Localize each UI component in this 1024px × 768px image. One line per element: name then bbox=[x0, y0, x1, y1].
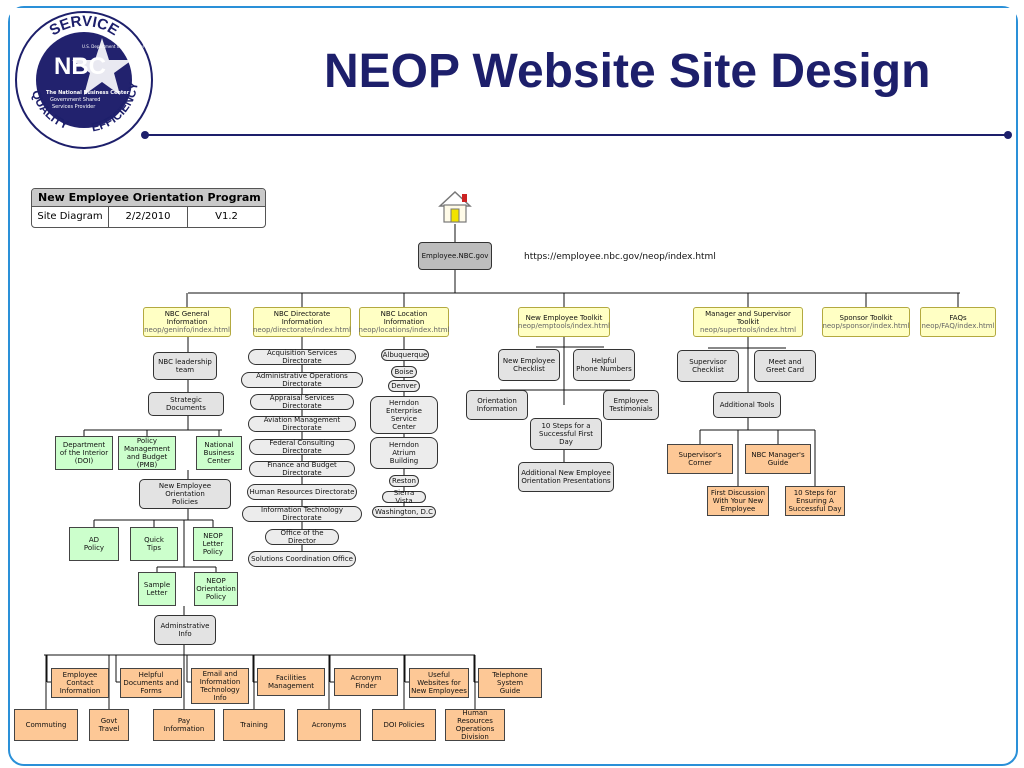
node-orientation-policies[interactable]: New Employee Orientation Policies bbox=[139, 479, 231, 509]
seal-dept-text: U.S. Department of the Interior bbox=[82, 44, 145, 49]
admin-info-2[interactable]: Email and Information Technology Info bbox=[191, 668, 249, 704]
section-title: New Employee Toolkit bbox=[525, 314, 603, 322]
node-first-discussion[interactable]: First Discussion With Your New Employee bbox=[707, 486, 769, 516]
policy-doc-2[interactable]: NEOP Letter Policy bbox=[193, 527, 233, 561]
admin-info-4[interactable]: Acronym Finder bbox=[334, 668, 398, 696]
admin-info-5[interactable]: Useful Websites for New Employees bbox=[409, 668, 469, 698]
node-strategic-documents[interactable]: Strategic Documents bbox=[148, 392, 224, 416]
info-cell-diagram: Site Diagram bbox=[32, 207, 109, 227]
program-info-table: New Employee Orientation Program Site Di… bbox=[31, 188, 266, 228]
program-title: New Employee Orientation Program bbox=[32, 189, 265, 207]
section-title: NBC Directorate Information bbox=[273, 310, 331, 326]
location-0[interactable]: Albuquerque bbox=[381, 349, 429, 361]
node-orientation-information[interactable]: Orientation Information bbox=[466, 390, 528, 420]
node-ten-steps-successful-day[interactable]: 10 Steps for Ensuring A Successful Day bbox=[785, 486, 845, 516]
directorate-4[interactable]: Federal Consulting Directorate bbox=[249, 439, 355, 455]
node-meet-greet-card[interactable]: Meet and Greet Card bbox=[754, 350, 816, 382]
location-7[interactable]: Washington, D.C bbox=[372, 506, 436, 518]
house-icon[interactable] bbox=[438, 190, 472, 224]
policy-doc-1[interactable]: Quick Tips bbox=[130, 527, 178, 561]
node-managers-guide[interactable]: NBC Manager's Guide bbox=[745, 444, 811, 474]
node-helpful-phone-numbers[interactable]: Helpful Phone Numbers bbox=[573, 349, 635, 381]
section-url: neop/locations/index.html bbox=[358, 326, 450, 334]
admin-topic-5[interactable]: DOI Policies bbox=[372, 709, 436, 741]
node-employee-testimonials[interactable]: Employee Testimonials bbox=[603, 390, 659, 420]
strategic-doc-1[interactable]: Policy Management and Budget (PMB) bbox=[118, 436, 176, 470]
node-additional-presentations[interactable]: Additional New Employee Orientation Pres… bbox=[518, 462, 614, 492]
node-supervisors-corner[interactable]: Supervisor's Corner bbox=[667, 444, 733, 474]
policy-doc-4[interactable]: NEOP Orientation Policy bbox=[194, 572, 238, 606]
admin-info-3[interactable]: Facilities Management bbox=[257, 668, 325, 696]
info-cell-date: 2/2/2010 bbox=[109, 207, 188, 227]
admin-info-0[interactable]: Employee Contact Information bbox=[51, 668, 109, 698]
node-new-employee-checklist[interactable]: New Employee Checklist bbox=[498, 349, 560, 381]
strategic-doc-0[interactable]: Department of the Interior (DOI) bbox=[55, 436, 113, 470]
admin-topic-0[interactable]: Commuting bbox=[14, 709, 78, 741]
slide-title: NEOP Website Site Design bbox=[324, 45, 931, 98]
location-1[interactable]: Boise bbox=[391, 366, 417, 378]
seal-logo-text: NBC bbox=[54, 53, 106, 80]
seal-org-line-3: Services Provider bbox=[52, 104, 96, 110]
slide-frame bbox=[8, 6, 1018, 766]
directorate-0[interactable]: Acquisition Services Directorate bbox=[248, 349, 356, 365]
section-title: NBC Location Information bbox=[380, 310, 428, 326]
section-title: FAQs bbox=[949, 314, 967, 322]
policy-doc-3[interactable]: Sample Letter bbox=[138, 572, 176, 606]
admin-info-6[interactable]: Telephone System Guide bbox=[478, 668, 542, 698]
location-5[interactable]: Reston bbox=[389, 475, 419, 487]
root-node[interactable]: Employee.NBC.gov bbox=[418, 242, 492, 270]
seal-org-line-1: The National Business Center bbox=[46, 90, 130, 96]
section-url: neop/supertools/index.html bbox=[699, 326, 797, 334]
directorate-7[interactable]: Information Technology Directorate bbox=[242, 506, 362, 522]
section-url: neop/geninfo/index.html bbox=[144, 326, 230, 334]
section-url: neop/FAQ/index.html bbox=[921, 322, 995, 330]
section-title: NBC General Information bbox=[164, 310, 210, 326]
directorate-5[interactable]: Finance and Budget Directorate bbox=[249, 461, 355, 477]
node-supervisor-checklist[interactable]: Supervisor Checklist bbox=[677, 350, 739, 382]
seal-org-line-2: Government Shared bbox=[50, 97, 100, 103]
policy-doc-0[interactable]: AD Policy bbox=[69, 527, 119, 561]
node-ten-steps-first-day[interactable]: 10 Steps for a Successful First Day bbox=[530, 418, 602, 450]
section-title: Sponsor Toolkit bbox=[839, 314, 893, 322]
location-4[interactable]: Herndon Atrium Building bbox=[370, 437, 438, 469]
directorate-1[interactable]: Administrative Operations Directorate bbox=[241, 372, 363, 388]
directorate-8[interactable]: Office of the Director bbox=[265, 529, 339, 545]
directorate-3[interactable]: Aviation Management Directorate bbox=[248, 416, 356, 432]
section-url: neop/sponsor/index.html bbox=[822, 322, 910, 330]
node-leadership-team[interactable]: NBC leadership team bbox=[153, 352, 217, 380]
slide-header bbox=[10, 8, 1016, 148]
admin-info-1[interactable]: Helpful Documents and Forms bbox=[120, 668, 182, 698]
section-title: Manager and Supervisor Toolkit bbox=[705, 310, 791, 326]
nbc-seal-logo: SERVICE QUALITY EFFICIENCY NBC U.S. Depa… bbox=[15, 11, 153, 149]
node-additional-tools[interactable]: Additional Tools bbox=[713, 392, 781, 418]
strategic-doc-2[interactable]: National Business Center bbox=[196, 436, 242, 470]
section-url: neop/directorate/index.html bbox=[252, 326, 352, 334]
admin-topic-1[interactable]: Govt Travel bbox=[89, 709, 129, 741]
node-administrative-info[interactable]: Adminstrative Info bbox=[154, 615, 216, 645]
directorate-9[interactable]: Solutions Coordination Office bbox=[248, 551, 356, 567]
site-url[interactable]: https://employee.nbc.gov/neop/index.html bbox=[524, 252, 716, 262]
location-3[interactable]: Herndon Enterprise Service Center bbox=[370, 396, 438, 434]
info-cell-version: V1.2 bbox=[215, 211, 238, 222]
title-underline bbox=[141, 131, 1012, 139]
admin-topic-4[interactable]: Acronyms bbox=[297, 709, 361, 741]
admin-topic-2[interactable]: Pay Information bbox=[153, 709, 215, 741]
location-6[interactable]: Sierra Vista bbox=[382, 489, 426, 505]
location-2[interactable]: Denver bbox=[388, 380, 420, 392]
directorate-2[interactable]: Appraisal Services Directorate bbox=[250, 394, 354, 410]
section-url: neop/emptools/index.html bbox=[518, 322, 610, 330]
directorate-6[interactable]: Human Resources Directorate bbox=[247, 484, 357, 500]
admin-topic-6[interactable]: Human Resources Operations Division bbox=[445, 709, 505, 741]
admin-topic-3[interactable]: Training bbox=[223, 709, 285, 741]
